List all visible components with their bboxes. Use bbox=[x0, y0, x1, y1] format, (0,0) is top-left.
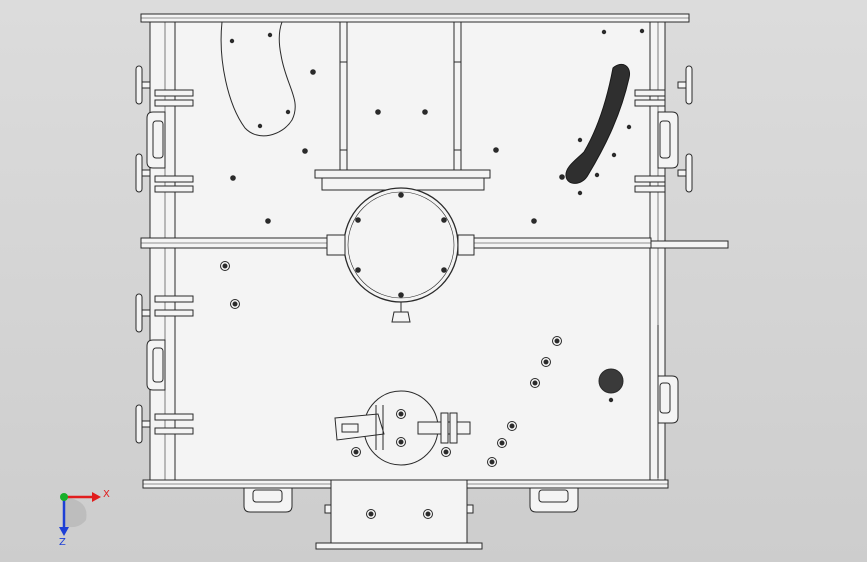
left-hinge-knobs[interactable] bbox=[135, 65, 151, 444]
rotor-nozzle bbox=[391, 311, 411, 323]
triad-shadow bbox=[64, 497, 87, 528]
rotor-lug-right bbox=[457, 234, 475, 256]
y-axis-marker bbox=[60, 493, 68, 501]
split-flange-extension bbox=[650, 240, 729, 249]
latch-left[interactable] bbox=[334, 413, 385, 441]
chute-flange bbox=[314, 169, 491, 179]
rotor-lug-left bbox=[326, 234, 346, 256]
left-hinge-brackets bbox=[154, 89, 194, 435]
axis-triad: X Z bbox=[59, 489, 110, 548]
shaft-hole bbox=[598, 368, 624, 394]
right-hinge-knobs[interactable] bbox=[677, 65, 693, 193]
left-slot-outline bbox=[220, 21, 296, 137]
right-hinge-brackets bbox=[634, 89, 666, 193]
z-axis-label: Z bbox=[59, 537, 66, 548]
bolts bbox=[220, 261, 562, 519]
x-axis-label: X bbox=[103, 489, 110, 500]
discharge-chute bbox=[330, 479, 468, 544]
machine-assembly[interactable] bbox=[135, 13, 729, 550]
discharge-flange bbox=[315, 542, 483, 550]
feed-chute bbox=[339, 21, 462, 171]
right-curved-slot bbox=[565, 63, 631, 184]
bolt-holes bbox=[229, 28, 645, 403]
